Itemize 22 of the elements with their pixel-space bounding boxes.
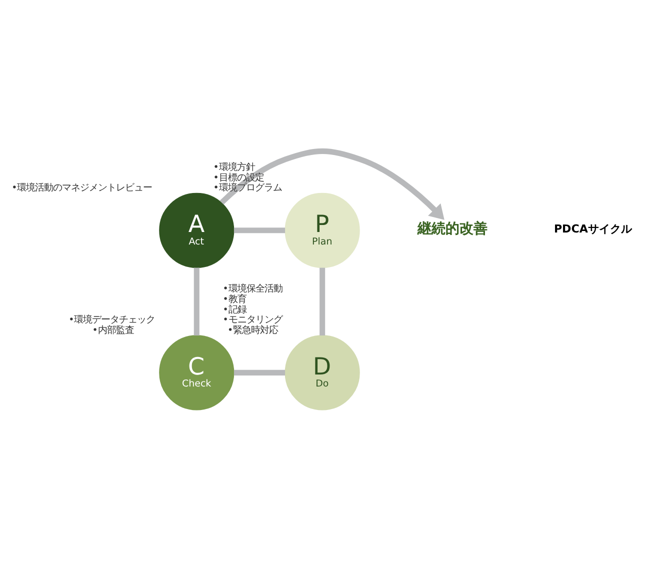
connector bbox=[320, 268, 326, 336]
node-label: •環境方針 bbox=[213, 162, 255, 173]
node-label: •記録 bbox=[222, 304, 246, 316]
node-label: •目標の設定 bbox=[213, 172, 264, 184]
node-label: •モニタリング bbox=[222, 314, 282, 326]
node-label: •環境データチェック bbox=[68, 314, 156, 326]
node-label: •緊急時対応 bbox=[227, 324, 278, 336]
node-label: •環境活動のマネジメントレビュー bbox=[12, 182, 152, 194]
node-label: •環境プログラム bbox=[213, 182, 282, 194]
node-circle: C Check bbox=[159, 335, 234, 410]
node-text: 継続的改善 bbox=[418, 221, 488, 238]
node-label: •環境保全活動 bbox=[222, 284, 282, 295]
connector bbox=[194, 268, 200, 336]
connector bbox=[234, 370, 286, 376]
label: PDCAサイクル bbox=[554, 222, 632, 236]
node-circle: P Plan bbox=[284, 192, 360, 268]
arrow bbox=[220, 148, 444, 220]
node-circle: D Do bbox=[284, 335, 360, 410]
node-label: •教育 bbox=[222, 294, 246, 306]
node-circle: A Act bbox=[159, 192, 234, 268]
connector bbox=[234, 228, 286, 234]
node-label: •内部監査 bbox=[92, 324, 134, 336]
